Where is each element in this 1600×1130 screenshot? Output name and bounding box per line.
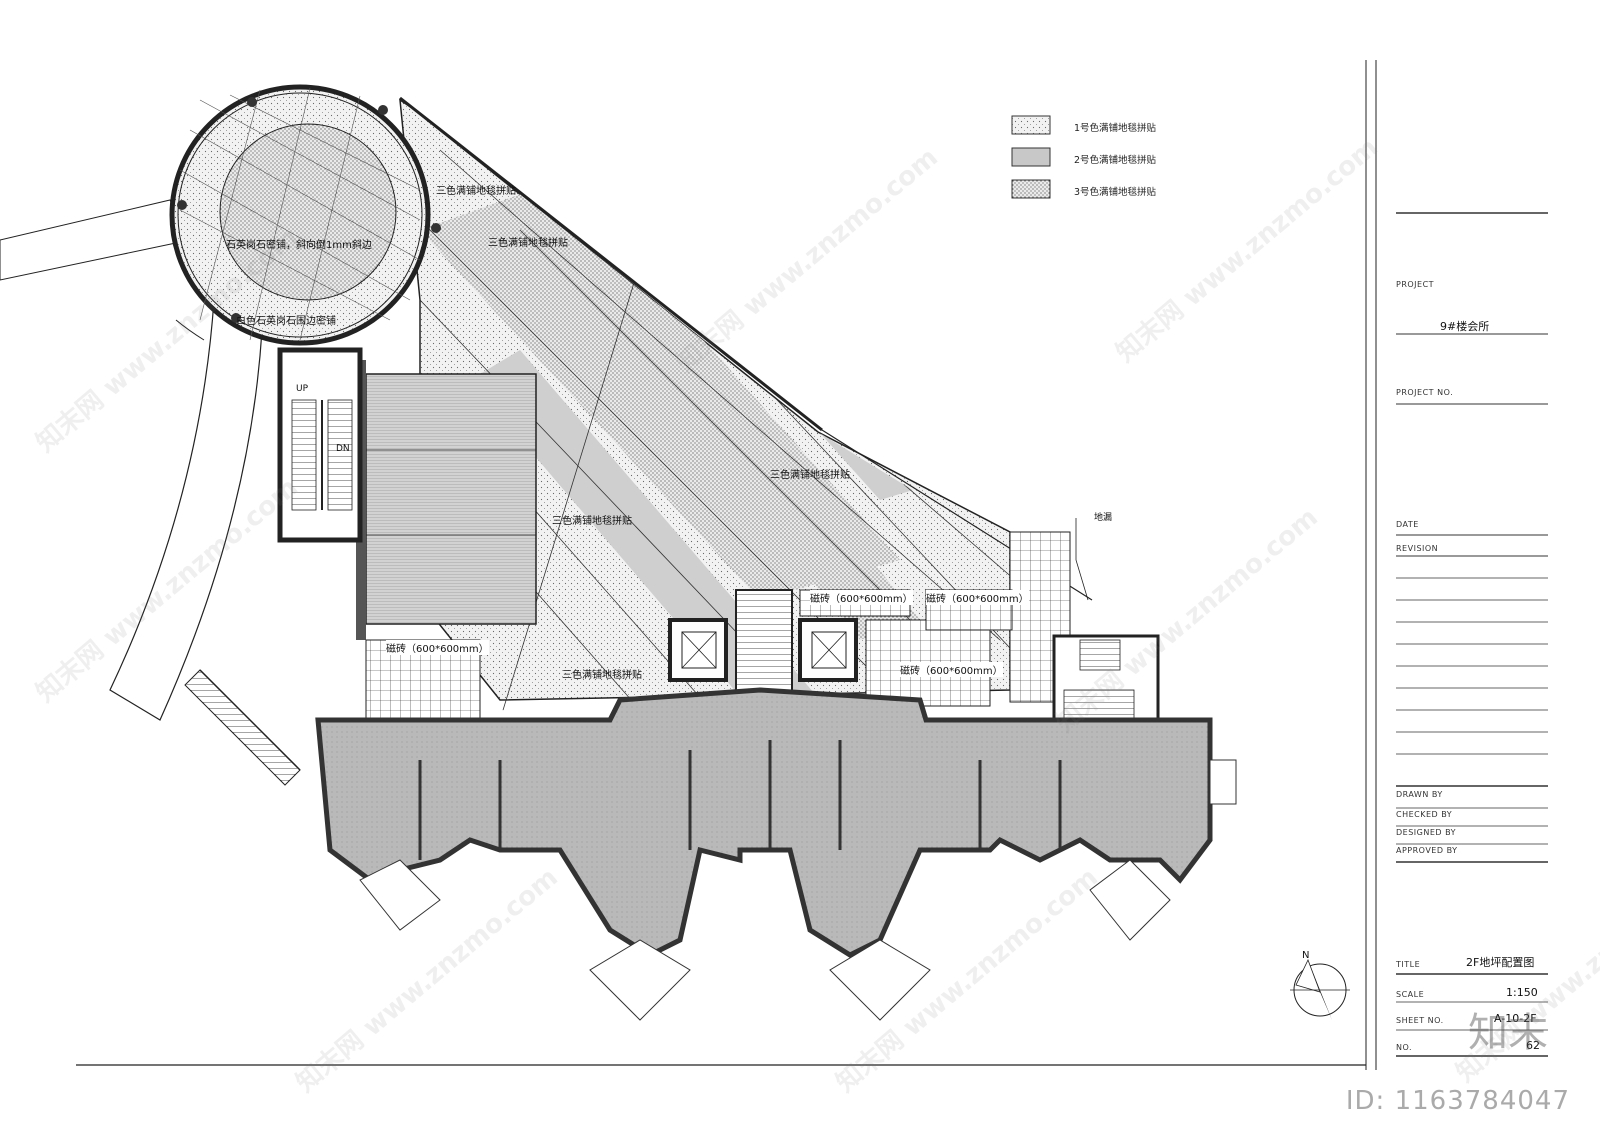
project-label: PROJECT xyxy=(1396,280,1435,289)
legend-label-1: 1号色满铺地毯拼贴 xyxy=(1074,123,1157,134)
label-carpet-1: 三色满铺地毯拼贴 xyxy=(436,186,516,197)
project-value: 9#楼会所 xyxy=(1440,320,1490,333)
no-label: NO. xyxy=(1396,1043,1412,1052)
label-carpet-2: 三色满铺地毯拼贴 xyxy=(488,238,568,249)
label-carpet-4: 三色满铺地毯拼贴 xyxy=(552,516,632,527)
checked-by-label: CHECKED BY xyxy=(1396,810,1453,819)
legend xyxy=(1011,115,1051,199)
sheet-no-label: SHEET NO. xyxy=(1396,1016,1444,1025)
scale-value: 1:150 xyxy=(1506,986,1538,999)
stairwell-left xyxy=(277,347,363,543)
north-label: N xyxy=(1302,950,1310,961)
sheet-no-value: A-10-2F xyxy=(1494,1012,1537,1025)
image-id: ID: 1163784047 xyxy=(1345,1086,1570,1116)
drawn-by-label: DRAWN BY xyxy=(1396,790,1443,799)
label-stair-dn: DN xyxy=(336,444,350,454)
approved-by-label: APPROVED BY xyxy=(1396,846,1458,855)
label-carpet-3: 三色满铺地毯拼贴 xyxy=(770,470,850,481)
project-no-label: PROJECT NO. xyxy=(1396,388,1454,397)
label-tile-2: 磁砖（600*600mm） xyxy=(810,590,913,605)
legend-swatch-3 xyxy=(1011,179,1051,199)
hall-room xyxy=(356,360,537,640)
watermark-logo: 知末 xyxy=(1468,1010,1548,1056)
floor-drain-leader xyxy=(1075,518,1089,601)
label-tile-4: 磁砖（600*600mm） xyxy=(900,662,1003,677)
north-arrow xyxy=(1290,958,1350,1020)
title-value: 2F地坪配置图 xyxy=(1466,956,1535,969)
label-tile-1: 磁砖（600*600mm） xyxy=(386,640,489,655)
designed-by-label: DESIGNED BY xyxy=(1396,828,1457,837)
revision-label: REVISION xyxy=(1396,544,1439,553)
legend-swatch-1 xyxy=(1011,115,1051,135)
label-tile-3: 磁砖（600*600mm） xyxy=(926,590,1029,605)
core xyxy=(668,589,1160,726)
legend-swatch-2 xyxy=(1011,147,1051,167)
legend-label-2: 2号色满铺地毯拼贴 xyxy=(1074,155,1157,166)
exterior-stair xyxy=(184,669,301,786)
label-circle-edge: 白色石英岗石围边密铺 xyxy=(236,316,336,327)
date-label: DATE xyxy=(1396,520,1419,529)
no-value: 62 xyxy=(1526,1039,1540,1052)
apartment-wings xyxy=(315,687,1213,958)
scale-label: SCALE xyxy=(1396,990,1425,999)
label-stair-up: UP xyxy=(296,384,309,394)
wing-details xyxy=(359,740,1237,1021)
title-label: TITLE xyxy=(1396,960,1421,969)
round-lobby xyxy=(169,84,441,346)
label-circle-center: 石英岗石密铺，斜向倒1mm斜边 xyxy=(226,240,372,251)
title-block-lines xyxy=(1396,212,1548,1057)
label-carpet-5: 三色满铺地毯拼贴 xyxy=(562,670,642,681)
legend-label-3: 3号色满铺地毯拼贴 xyxy=(1074,187,1157,198)
label-floor-drain: 地漏 xyxy=(1094,513,1113,523)
